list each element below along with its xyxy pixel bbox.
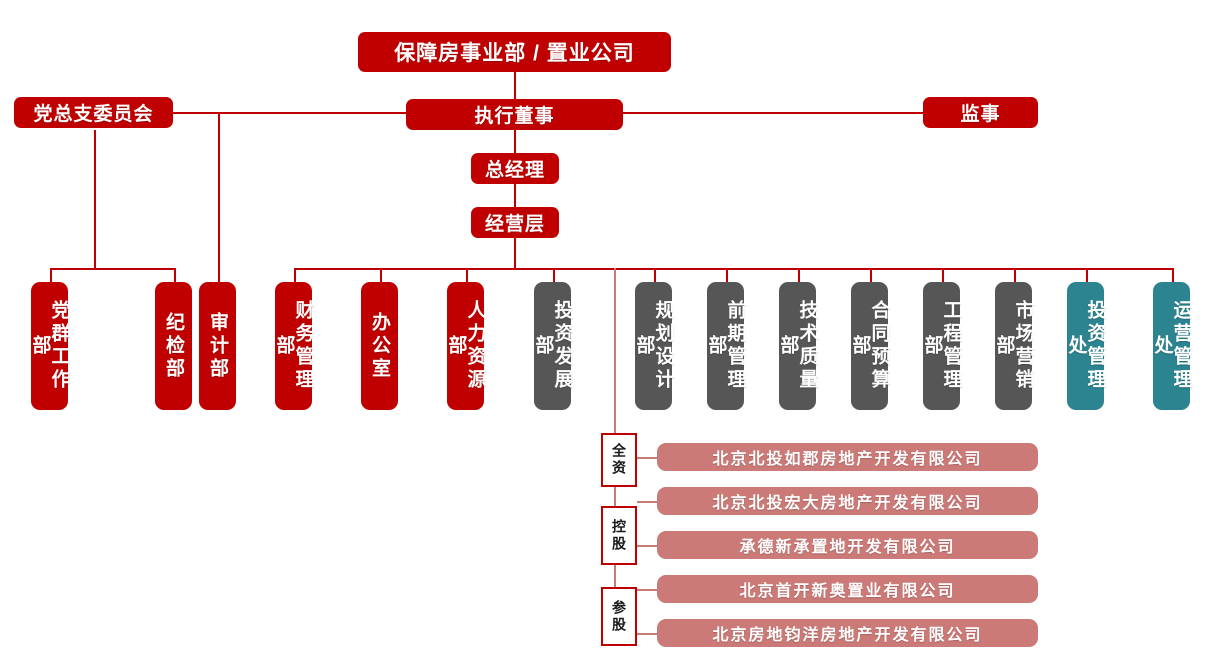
department-label: 投资管理处: [1065, 300, 1106, 392]
department-label: 财务管理部: [273, 300, 314, 392]
node-executive-director-label: 执行董事: [474, 106, 555, 127]
connector-to-dept-8: [726, 268, 728, 282]
connector-konggu-to-company-1: [637, 501, 659, 503]
subsidiary-company-label: 北京房地钧洋房地产开发有限公司: [712, 627, 983, 644]
connector-to-dept-11: [942, 268, 944, 282]
node-department-ji-shu-zhi-liang-bu[interactable]: 技术质量部: [777, 282, 818, 410]
node-department-gong-cheng-guan-li-bu[interactable]: 工程管理部: [921, 282, 962, 410]
subsidiary-company-label: 北京北投宏大房地产开发有限公司: [712, 495, 983, 512]
stake-type-quanzi[interactable]: 全资: [601, 433, 637, 487]
department-label: 合同预算部: [849, 300, 890, 392]
node-department-qian-qi-guan-li-bu[interactable]: 前期管理部: [705, 282, 746, 410]
connector-cangu-to-company-3: [637, 589, 659, 591]
connector-management-layer-to-department-bus: [514, 238, 516, 270]
node-subsidiary-company[interactable]: 北京房地钧洋房地产开发有限公司: [657, 619, 1038, 647]
node-management-layer[interactable]: 经营层: [471, 207, 559, 238]
node-department-shen-ji-bu[interactable]: 审计部: [199, 282, 236, 410]
connector-party-committee-bus: [50, 268, 176, 270]
connector-quanzi-to-company-0: [637, 457, 659, 459]
connector-to-dept-0: [50, 268, 52, 282]
stake-type-label: 控股: [611, 518, 627, 553]
node-department-yun-ying-guan-li-chu[interactable]: 运营管理处: [1151, 282, 1192, 410]
connector-to-dept-10: [870, 268, 872, 282]
node-department-ban-gong-shi[interactable]: 办公室: [361, 282, 398, 410]
department-label: 办公室: [369, 311, 390, 381]
subsidiary-company-label: 北京北投如郡房地产开发有限公司: [712, 451, 983, 468]
node-department-tou-zi-fa-zhan-bu[interactable]: 投资发展部: [532, 282, 573, 410]
connector-to-dept-4: [380, 268, 382, 282]
node-root-unit[interactable]: 保障房事业部 / 置业公司: [358, 32, 671, 72]
connector-to-dept-13: [1086, 268, 1088, 282]
connector-to-dept-3: [294, 268, 296, 282]
node-department-ji-jian-bu[interactable]: 纪检部: [155, 282, 192, 410]
department-label: 投资发展部: [532, 300, 573, 392]
node-party-committee[interactable]: 党总支委员会: [14, 97, 173, 128]
node-department-shi-chang-ying-xiao-bu[interactable]: 市场营销部: [993, 282, 1034, 410]
node-management-layer-label: 经营层: [484, 214, 545, 235]
node-supervisor[interactable]: 监事: [923, 97, 1038, 128]
department-label: 规划设计部: [633, 300, 674, 392]
node-party-committee-label: 党总支委员会: [33, 104, 154, 125]
department-label: 工程管理部: [921, 300, 962, 392]
node-department-ren-li-zi-yuan-bu[interactable]: 人力资源部: [445, 282, 486, 410]
department-label: 党群工作部: [29, 300, 70, 392]
node-subsidiary-company[interactable]: 北京首开新奥置业有限公司: [657, 575, 1038, 603]
node-general-manager-label: 总经理: [484, 160, 545, 181]
node-subsidiary-company[interactable]: 北京北投宏大房地产开发有限公司: [657, 487, 1038, 515]
department-label: 前期管理部: [705, 300, 746, 392]
node-department-tou-zi-guan-li-chu[interactable]: 投资管理处: [1065, 282, 1106, 410]
connector-stake-konggu-to-cangu: [614, 565, 616, 587]
connector-konggu-to-company-2: [637, 545, 659, 547]
subsidiary-company-label: 承德新承置地开发有限公司: [739, 539, 956, 556]
node-department-dang-qun-gong-zuo-bu[interactable]: 党群工作部: [29, 282, 70, 410]
connector-root-to-executive-director: [514, 72, 516, 102]
department-label: 技术质量部: [777, 300, 818, 392]
node-department-he-tong-yu-suan-bu[interactable]: 合同预算部: [849, 282, 890, 410]
stake-type-cangu[interactable]: 参股: [601, 587, 637, 646]
connector-to-dept-1: [174, 268, 176, 282]
department-label: 人力资源部: [445, 300, 486, 392]
node-general-manager[interactable]: 总经理: [471, 153, 559, 184]
department-label: 审计部: [207, 311, 228, 381]
connector-party-committee-drop: [94, 130, 96, 268]
department-label: 纪检部: [163, 311, 184, 381]
department-label: 运营管理处: [1151, 300, 1192, 392]
stake-type-label: 全资: [611, 443, 627, 477]
subsidiary-company-label: 北京首开新奥置业有限公司: [739, 583, 956, 600]
connector-general-manager-to-management-layer: [514, 184, 516, 208]
connector-subsidiary-branch-drop: [614, 268, 616, 433]
node-subsidiary-company[interactable]: 北京北投如郡房地产开发有限公司: [657, 443, 1038, 471]
node-subsidiary-company[interactable]: 承德新承置地开发有限公司: [657, 531, 1038, 559]
node-root-unit-label: 保障房事业部 / 置业公司: [394, 42, 635, 65]
connector-to-dept-2: [218, 112, 220, 282]
node-executive-director[interactable]: 执行董事: [406, 99, 623, 130]
stake-type-label: 参股: [611, 599, 627, 634]
connector-stake-quanzi-to-konggu: [614, 487, 616, 506]
connector-cangu-to-company-4: [637, 633, 659, 635]
node-department-gui-hua-she-ji-bu[interactable]: 规划设计部: [633, 282, 674, 410]
node-department-cai-wu-guan-li-bu[interactable]: 财务管理部: [273, 282, 314, 410]
connector-department-bus: [294, 268, 1174, 270]
node-supervisor-label: 监事: [960, 104, 1001, 125]
stake-type-konggu[interactable]: 控股: [601, 506, 637, 565]
connector-to-dept-7: [654, 268, 656, 282]
connector-to-dept-14: [1172, 268, 1174, 282]
connector-to-dept-5: [466, 268, 468, 282]
connector-executive-to-general-manager: [514, 130, 516, 154]
connector-to-dept-12: [1014, 268, 1016, 282]
connector-to-dept-6: [553, 268, 555, 282]
connector-to-dept-9: [798, 268, 800, 282]
department-label: 市场营销部: [993, 300, 1034, 392]
